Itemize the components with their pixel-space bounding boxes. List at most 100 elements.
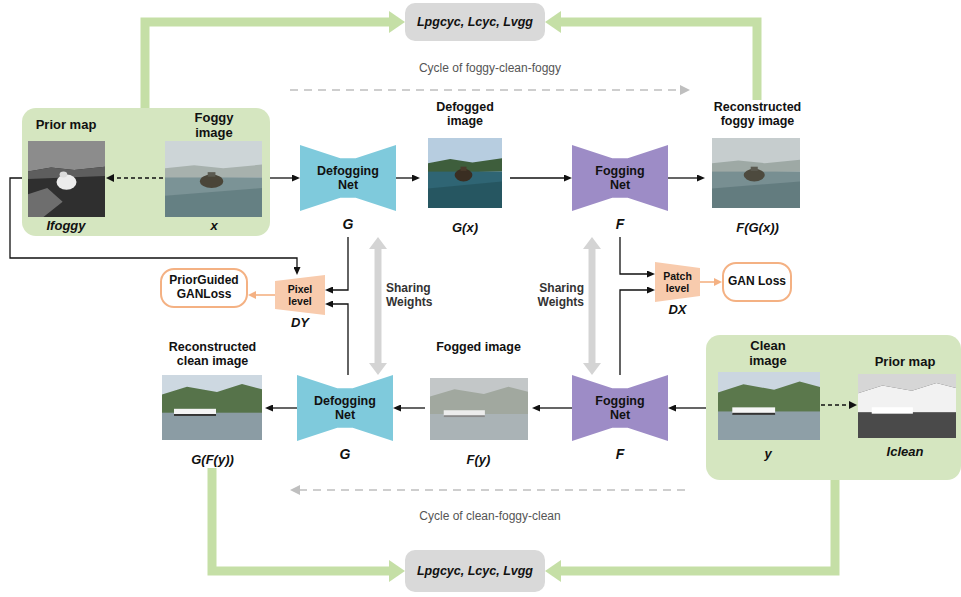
panel-text-slot: y [748, 447, 788, 462]
rect-part [732, 413, 775, 415]
input-panel: Prior mapFoggy imageIfoggyx [22, 108, 270, 236]
connector [510, 177, 564, 178]
discriminator-shape-outline [655, 262, 700, 302]
connector [620, 237, 647, 274]
panel-text-slot: Clean image [733, 339, 803, 369]
network-text-slot: Fogging Net [587, 145, 653, 211]
node-label: Prior map [875, 355, 936, 370]
network-block: Defogging NetG [300, 145, 396, 237]
connector [256, 294, 275, 296]
node-label: G [343, 216, 354, 232]
connector [620, 290, 647, 375]
rect-part [174, 414, 216, 416]
prior-map-image [858, 374, 956, 438]
rect-part [718, 411, 820, 440]
connector [589, 249, 596, 363]
node-label: Lpgcyc, Lcyc, Lvgg [417, 564, 533, 578]
rect-part [751, 167, 758, 171]
cycle-arrow-line [299, 489, 690, 491]
connector [540, 407, 572, 408]
image-node: Fogged imageF(y) [425, 340, 532, 468]
line-part [113, 177, 163, 178]
gan-loss-box: PriorGuided GANLoss [160, 268, 248, 308]
node-label: F [616, 216, 625, 232]
network-block: Fogging NetF [572, 145, 668, 237]
reconstructed-clean-photo [162, 375, 262, 440]
rect-part [430, 378, 528, 440]
node-label: Defogging Net [308, 164, 388, 193]
ellipse-part [56, 174, 76, 189]
rect-part [28, 141, 105, 217]
defogged-photo [428, 138, 502, 208]
network-text-slot: Defogging Net [308, 145, 388, 211]
discriminator-block: Pixel levelDY [275, 275, 325, 331]
polygon-part [428, 158, 502, 173]
network-symbol-slot: G [300, 211, 396, 237]
loss-box: Lpgcyc, Lcyc, Lvgg [405, 550, 545, 592]
cycle-arrow-head [680, 85, 690, 95]
node-label: GAN Loss [728, 275, 786, 289]
rect-part [162, 375, 262, 440]
node-label: F [616, 446, 625, 462]
polygon-part [712, 181, 800, 208]
node-label: G(x) [452, 221, 478, 236]
free-label: Cycle of foggy-clean-foggy [380, 62, 600, 76]
node-label: Fogged image [436, 340, 521, 354]
rect-part [858, 412, 956, 438]
node-label: x [210, 219, 217, 234]
node-label: Defogging Net [305, 394, 385, 423]
network-text-slot: Fogging Net [587, 375, 653, 441]
ellipse-part [60, 171, 68, 177]
rect-part [461, 167, 467, 171]
discriminator-text-slot: Patch level [657, 262, 698, 302]
rect-part [174, 409, 216, 416]
connector [273, 407, 297, 408]
rect-part [208, 172, 216, 177]
network-shape-outline [300, 145, 396, 211]
network-shape-outline [297, 375, 393, 441]
connector [333, 304, 348, 375]
rect-part [712, 138, 800, 208]
image-node: Reconstructed foggy imageF(G(x)) [705, 100, 810, 236]
rect-part [162, 413, 262, 440]
rect-part [444, 410, 485, 416]
connector [668, 177, 697, 178]
connector [676, 407, 706, 408]
rect-part [858, 374, 956, 438]
connector [270, 177, 292, 178]
fogged-photo [430, 378, 528, 440]
node-label: F(G(x)) [736, 221, 779, 236]
connector [212, 468, 389, 571]
polygon-part [849, 401, 857, 409]
prior-map-image [28, 141, 105, 217]
connector [396, 177, 412, 178]
node-label: Patch level [657, 270, 698, 294]
node-label: Defogged image [420, 100, 510, 129]
connector [333, 237, 348, 290]
node-label: G [340, 446, 351, 462]
polygon-part [165, 188, 262, 217]
panel-text-slot: Prior map [858, 355, 953, 370]
network-symbol-slot: G [297, 441, 393, 467]
node-label: Iclean [887, 445, 924, 460]
connector [561, 22, 757, 100]
polygon-part [28, 141, 105, 171]
free-label: Cycle of clean-foggy-clean [380, 510, 600, 524]
cycle-arrow-line [290, 89, 681, 91]
free-label: Sharing Weights [522, 282, 584, 310]
node-label: G(F(y)) [191, 453, 234, 468]
node-label: Fogging Net [587, 164, 653, 193]
discriminator-shape-outline [275, 275, 325, 315]
rect-part [732, 407, 775, 414]
node-label: Pixel level [277, 283, 323, 307]
network-shape-outline [572, 375, 668, 441]
rect-part [444, 415, 485, 417]
loss-box: Lpgcyc, Lcyc, Lvgg [405, 3, 545, 41]
discriminator-symbol-slot: DX [655, 302, 700, 318]
rect-part [428, 138, 502, 208]
network-symbol-slot: F [572, 441, 668, 467]
node-label: DY [291, 316, 309, 331]
label-slot: Cycle of foggy-clean-foggy [380, 62, 600, 76]
discriminator-block: Patch levelDX [655, 262, 700, 318]
